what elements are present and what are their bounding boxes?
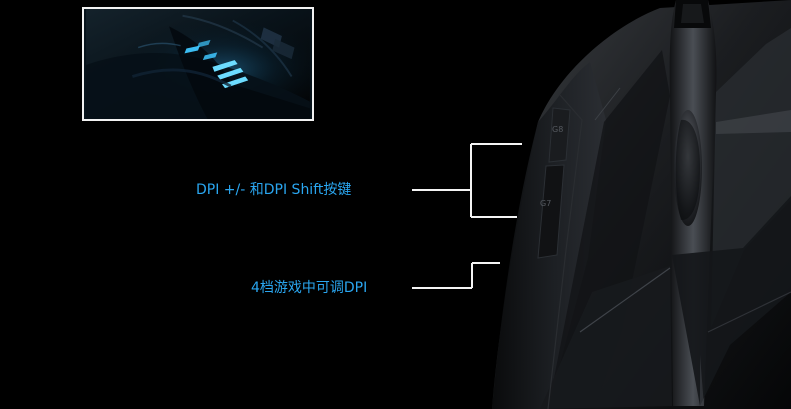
dpi-levels-callout: 4档游戏中可调DPI — [251, 280, 368, 296]
mouse-dpi-led-closeup-icon — [86, 9, 310, 119]
svg-text:G7: G7 — [540, 199, 551, 208]
dpi-buttons-callout: DPI +/- 和DPI Shift按键 — [196, 182, 352, 198]
dpi-led-closeup-inset — [82, 7, 314, 121]
svg-text:G8: G8 — [552, 125, 563, 134]
